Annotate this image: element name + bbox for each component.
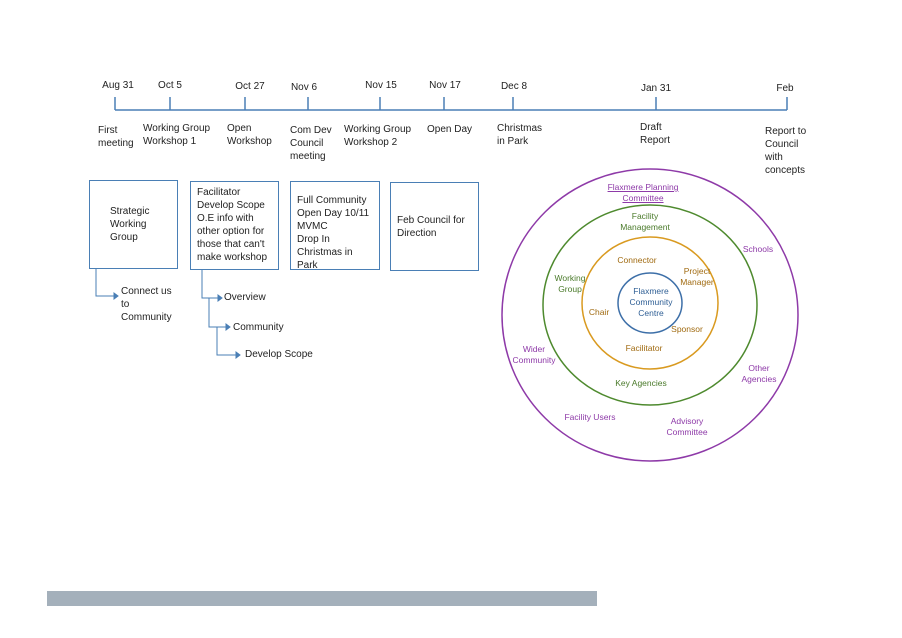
- milestone-date: Dec 8: [500, 81, 528, 92]
- ring-label-wider: Wider Community: [512, 344, 556, 365]
- subitem-overview: Overview: [224, 292, 266, 303]
- milestone-event: Working Group Workshop 1: [143, 123, 211, 147]
- milestone-event: Working Group Workshop 2: [344, 124, 412, 148]
- ring-label-planning: Flaxmere Planning Committee: [608, 182, 679, 204]
- ring-label-users: Facility Users: [564, 412, 616, 422]
- connector-community: [208, 298, 231, 331]
- ring-label-schools: Schools: [742, 244, 774, 254]
- milestone-event: Report to Council with concepts: [765, 126, 807, 176]
- ring-label-project-manager: Project Manager: [680, 266, 714, 287]
- connector-develop-scope: [216, 327, 241, 359]
- subitem-community: Community: [233, 322, 284, 333]
- subitem-connect: Connect us to Community: [121, 286, 172, 323]
- milestone-date: Aug 31: [102, 80, 134, 91]
- box-text: Facilitator Develop Scope O.E info with …: [197, 187, 268, 263]
- ring-label-text: Flaxmere Planning Committee: [607, 182, 679, 203]
- ring-label-advisory: Advisory Committee: [666, 416, 708, 437]
- box-text: Feb Council for Direction: [397, 214, 465, 239]
- ring-second: [542, 204, 758, 406]
- connector-strategic: [95, 269, 119, 300]
- ring-label-working-group: Working Group: [554, 273, 586, 294]
- box-text: Full Community Open Day 10/11 MVMC Drop …: [297, 195, 370, 271]
- ring-label-connector: Connector: [617, 255, 657, 265]
- milestone-event: Draft Report: [640, 122, 671, 146]
- center-label: Flaxmere Community Centre: [629, 286, 673, 318]
- ring-center: [617, 272, 683, 334]
- ring-label-sponsor: Sponsor: [671, 324, 703, 334]
- ring-label-key-agencies: Key Agencies: [615, 378, 667, 388]
- milestone-date: Feb: [776, 83, 794, 94]
- milestone-date: Oct 27: [235, 81, 265, 92]
- ring-label-other: Other Agencies: [741, 363, 777, 384]
- ring-label-chair: Chair: [588, 307, 610, 317]
- milestone-event: Com Dev Council meeting: [290, 125, 332, 162]
- milestone-event: Open Workshop: [227, 123, 272, 147]
- milestone-date: Jan 31: [640, 83, 672, 94]
- milestone-date: Nov 17: [429, 80, 461, 91]
- ring-label-facility-mgmt: Facility Management: [620, 211, 670, 232]
- box-full-community: Full Community Open Day 10/11 MVMC Drop …: [290, 181, 380, 271]
- milestone-event: First meeting: [98, 125, 134, 149]
- connector-overview: [201, 270, 223, 302]
- footer-bar: [47, 591, 597, 606]
- box-facilitator: Facilitator Develop Scope O.E info with …: [190, 181, 279, 270]
- milestone-date: Nov 6: [290, 82, 318, 93]
- box-strategic-working-group: Strategic Working Group: [89, 180, 178, 269]
- ring-outer: [501, 168, 799, 462]
- milestone-date: Nov 15: [365, 80, 397, 91]
- milestone-date: Oct 5: [158, 80, 182, 91]
- ring-label-facilitator: Facilitator: [625, 343, 663, 353]
- ring-third: [581, 236, 719, 370]
- box-text: Strategic Working Group: [110, 206, 150, 243]
- milestone-event: Christmas in Park: [497, 123, 543, 147]
- box-feb-council: Feb Council for Direction: [390, 182, 479, 271]
- milestone-event: Open Day: [427, 124, 473, 135]
- subitem-develop-scope: Develop Scope: [245, 349, 313, 360]
